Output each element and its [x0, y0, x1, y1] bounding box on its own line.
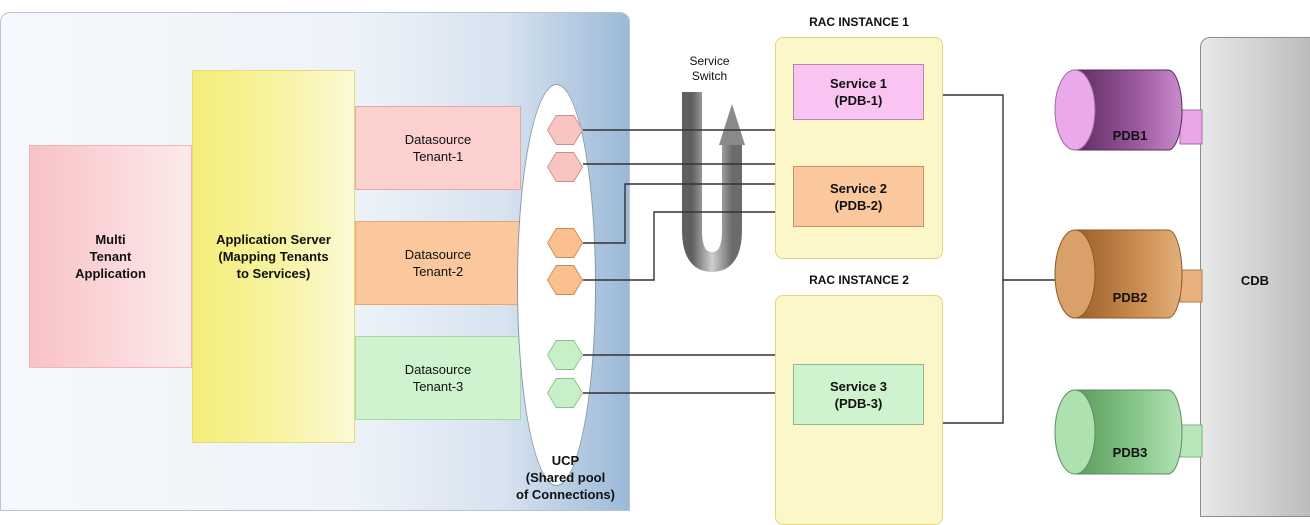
- pdb2-cylinder: [1054, 229, 1203, 319]
- ucp-connection-tenant-2-a: [547, 228, 583, 258]
- datasource-tenant-2-label: Datasource Tenant-2: [404, 247, 472, 279]
- service-3-box: Service 3 (PDB-3): [793, 364, 924, 425]
- ucp-connection-tenant-3-b: [547, 378, 583, 408]
- service-switch-label: Service Switch: [689, 54, 730, 83]
- cdb-label: CDB: [1240, 273, 1270, 288]
- rac-instance-2-title: RAC INSTANCE 2: [809, 273, 909, 287]
- service-switch-arrow: [682, 92, 745, 273]
- cdb-container: [1200, 37, 1310, 517]
- datasource-tenant-1-label: Datasource Tenant-1: [404, 132, 472, 164]
- ucp-connection-tenant-3-a: [547, 340, 583, 370]
- pdb3-cylinder: [1054, 389, 1203, 475]
- pdb1-label: PDB1: [1112, 128, 1148, 143]
- connector-lines: [583, 92, 1060, 424]
- multi-tenant-application-label: Multi Tenant Application: [75, 232, 146, 281]
- pdb1-cylinder: [1054, 69, 1203, 151]
- pdb-cylinders: [1054, 69, 1203, 475]
- service-1-box: Service 1 (PDB-1): [793, 64, 924, 120]
- ucp-connection-tenant-1-b: [547, 152, 583, 182]
- rac-instance-1-title: RAC INSTANCE 1: [809, 15, 909, 29]
- ucp-connection-tenant-2-b: [547, 265, 583, 295]
- ucp-connection-tenant-1-a: [547, 115, 583, 145]
- pdb2-label: PDB2: [1112, 290, 1148, 305]
- datasource-tenant-1: Datasource Tenant-1: [355, 106, 521, 190]
- service-1-label: Service 1 (PDB-1): [829, 76, 888, 108]
- datasource-tenant-3-label: Datasource Tenant-3: [404, 362, 472, 394]
- multi-tenant-application-box: Multi Tenant Application: [29, 145, 192, 368]
- pdb3-label: PDB3: [1112, 445, 1148, 460]
- service-2-box: Service 2 (PDB-2): [793, 166, 924, 227]
- ucp-label: UCP (Shared pool of Connections): [516, 453, 615, 502]
- application-server-box: Application Server (Mapping Tenants to S…: [192, 70, 355, 443]
- application-server-label: Application Server (Mapping Tenants to S…: [216, 232, 331, 281]
- service-2-label: Service 2 (PDB-2): [829, 180, 888, 213]
- datasource-tenant-2: Datasource Tenant-2: [355, 221, 521, 305]
- service-3-label: Service 3 (PDB-3): [829, 378, 888, 411]
